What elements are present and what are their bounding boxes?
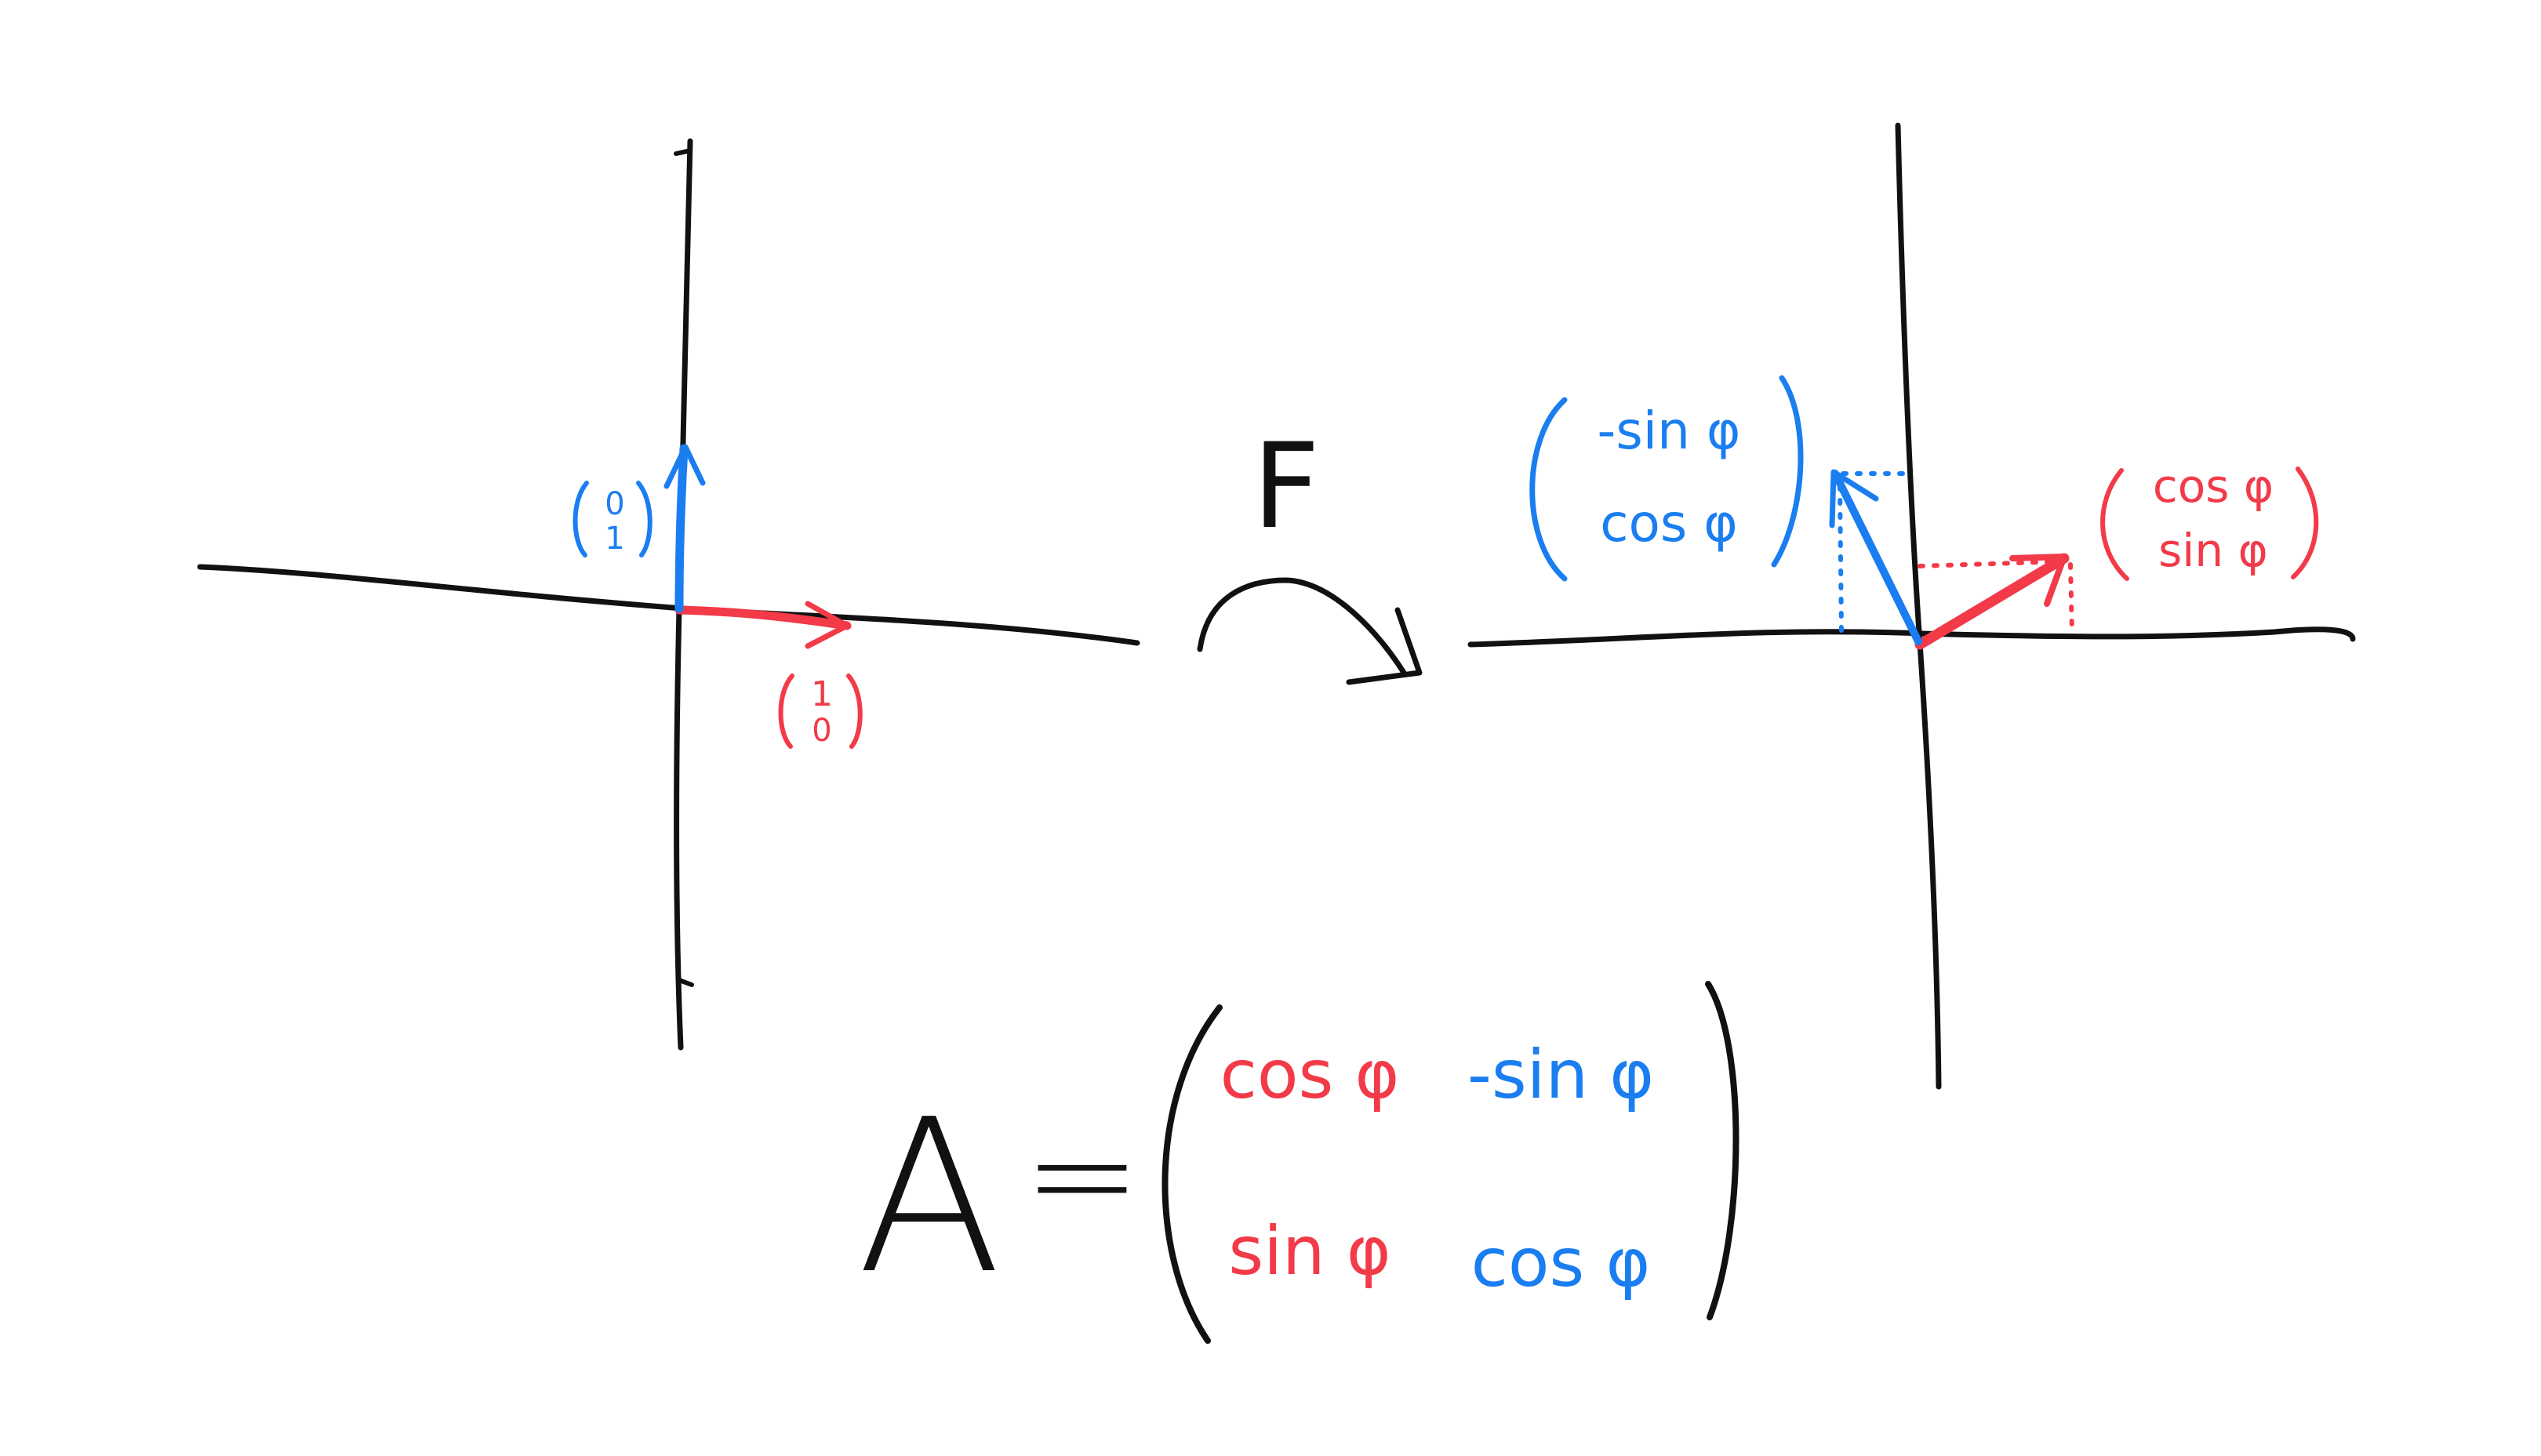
matrix-entry-1-2: -sin φ (1467, 1036, 1654, 1114)
right-e2-image-label-bottom: cos φ (1600, 493, 1738, 554)
right-e2-image-label-top: -sin φ (1598, 401, 1741, 461)
right-e1-image-vector (1914, 553, 2074, 650)
right-coordinate-system: -sin φ cos φ cos φ sin φ (1467, 122, 2356, 1090)
right-e1-projection-horizontal (1918, 559, 2067, 568)
left-e2-vector (663, 444, 706, 613)
matrix-entry-1-1: cos φ (1220, 1036, 1400, 1114)
right-e1-projection-vertical (2068, 562, 2074, 636)
left-e1-label-top: 1 (811, 674, 833, 714)
left-e2-label: 0 1 (573, 481, 653, 557)
left-e1-label-bottom: 0 (812, 713, 831, 749)
right-e2-image-label: -sin φ cos φ (1529, 375, 1804, 582)
matrix-equals: = (1023, 1093, 1142, 1257)
left-x-axis (197, 564, 1140, 646)
left-e2-label-top: 0 (605, 486, 624, 522)
right-e1-image-label: cos φ sin φ (2100, 459, 2319, 581)
right-e2-image-vector (1829, 469, 1922, 645)
left-coordinate-system: 1 0 0 1 (197, 138, 1140, 1051)
right-e1-image-label-top: cos φ (2153, 459, 2274, 513)
map-label: F (1252, 419, 1320, 555)
rotation-matrix: A = cos φ -sin φ sin φ cos φ (857, 981, 1739, 1344)
right-e2-projection-vertical (1838, 484, 1844, 636)
matrix-left-bracket (1161, 1004, 1223, 1344)
matrix-name: A (857, 1073, 1002, 1320)
map-arrow: F (1197, 419, 1423, 685)
matrix-right-bracket (1705, 981, 1739, 1320)
curved-arrow (1197, 577, 1407, 676)
matrix-entry-2-2: cos φ (1471, 1224, 1651, 1302)
left-e1-label: 1 0 (778, 674, 863, 749)
left-y-axis-tick (674, 148, 694, 987)
left-e1-vector (674, 601, 852, 649)
right-x-axis (1467, 626, 2356, 648)
left-e2-label-bottom: 1 (605, 521, 624, 557)
matrix-entry-2-1: sin φ (1228, 1212, 1390, 1291)
curved-arrow-head (1346, 607, 1423, 685)
right-e1-image-label-bottom: sin φ (2158, 524, 2268, 577)
